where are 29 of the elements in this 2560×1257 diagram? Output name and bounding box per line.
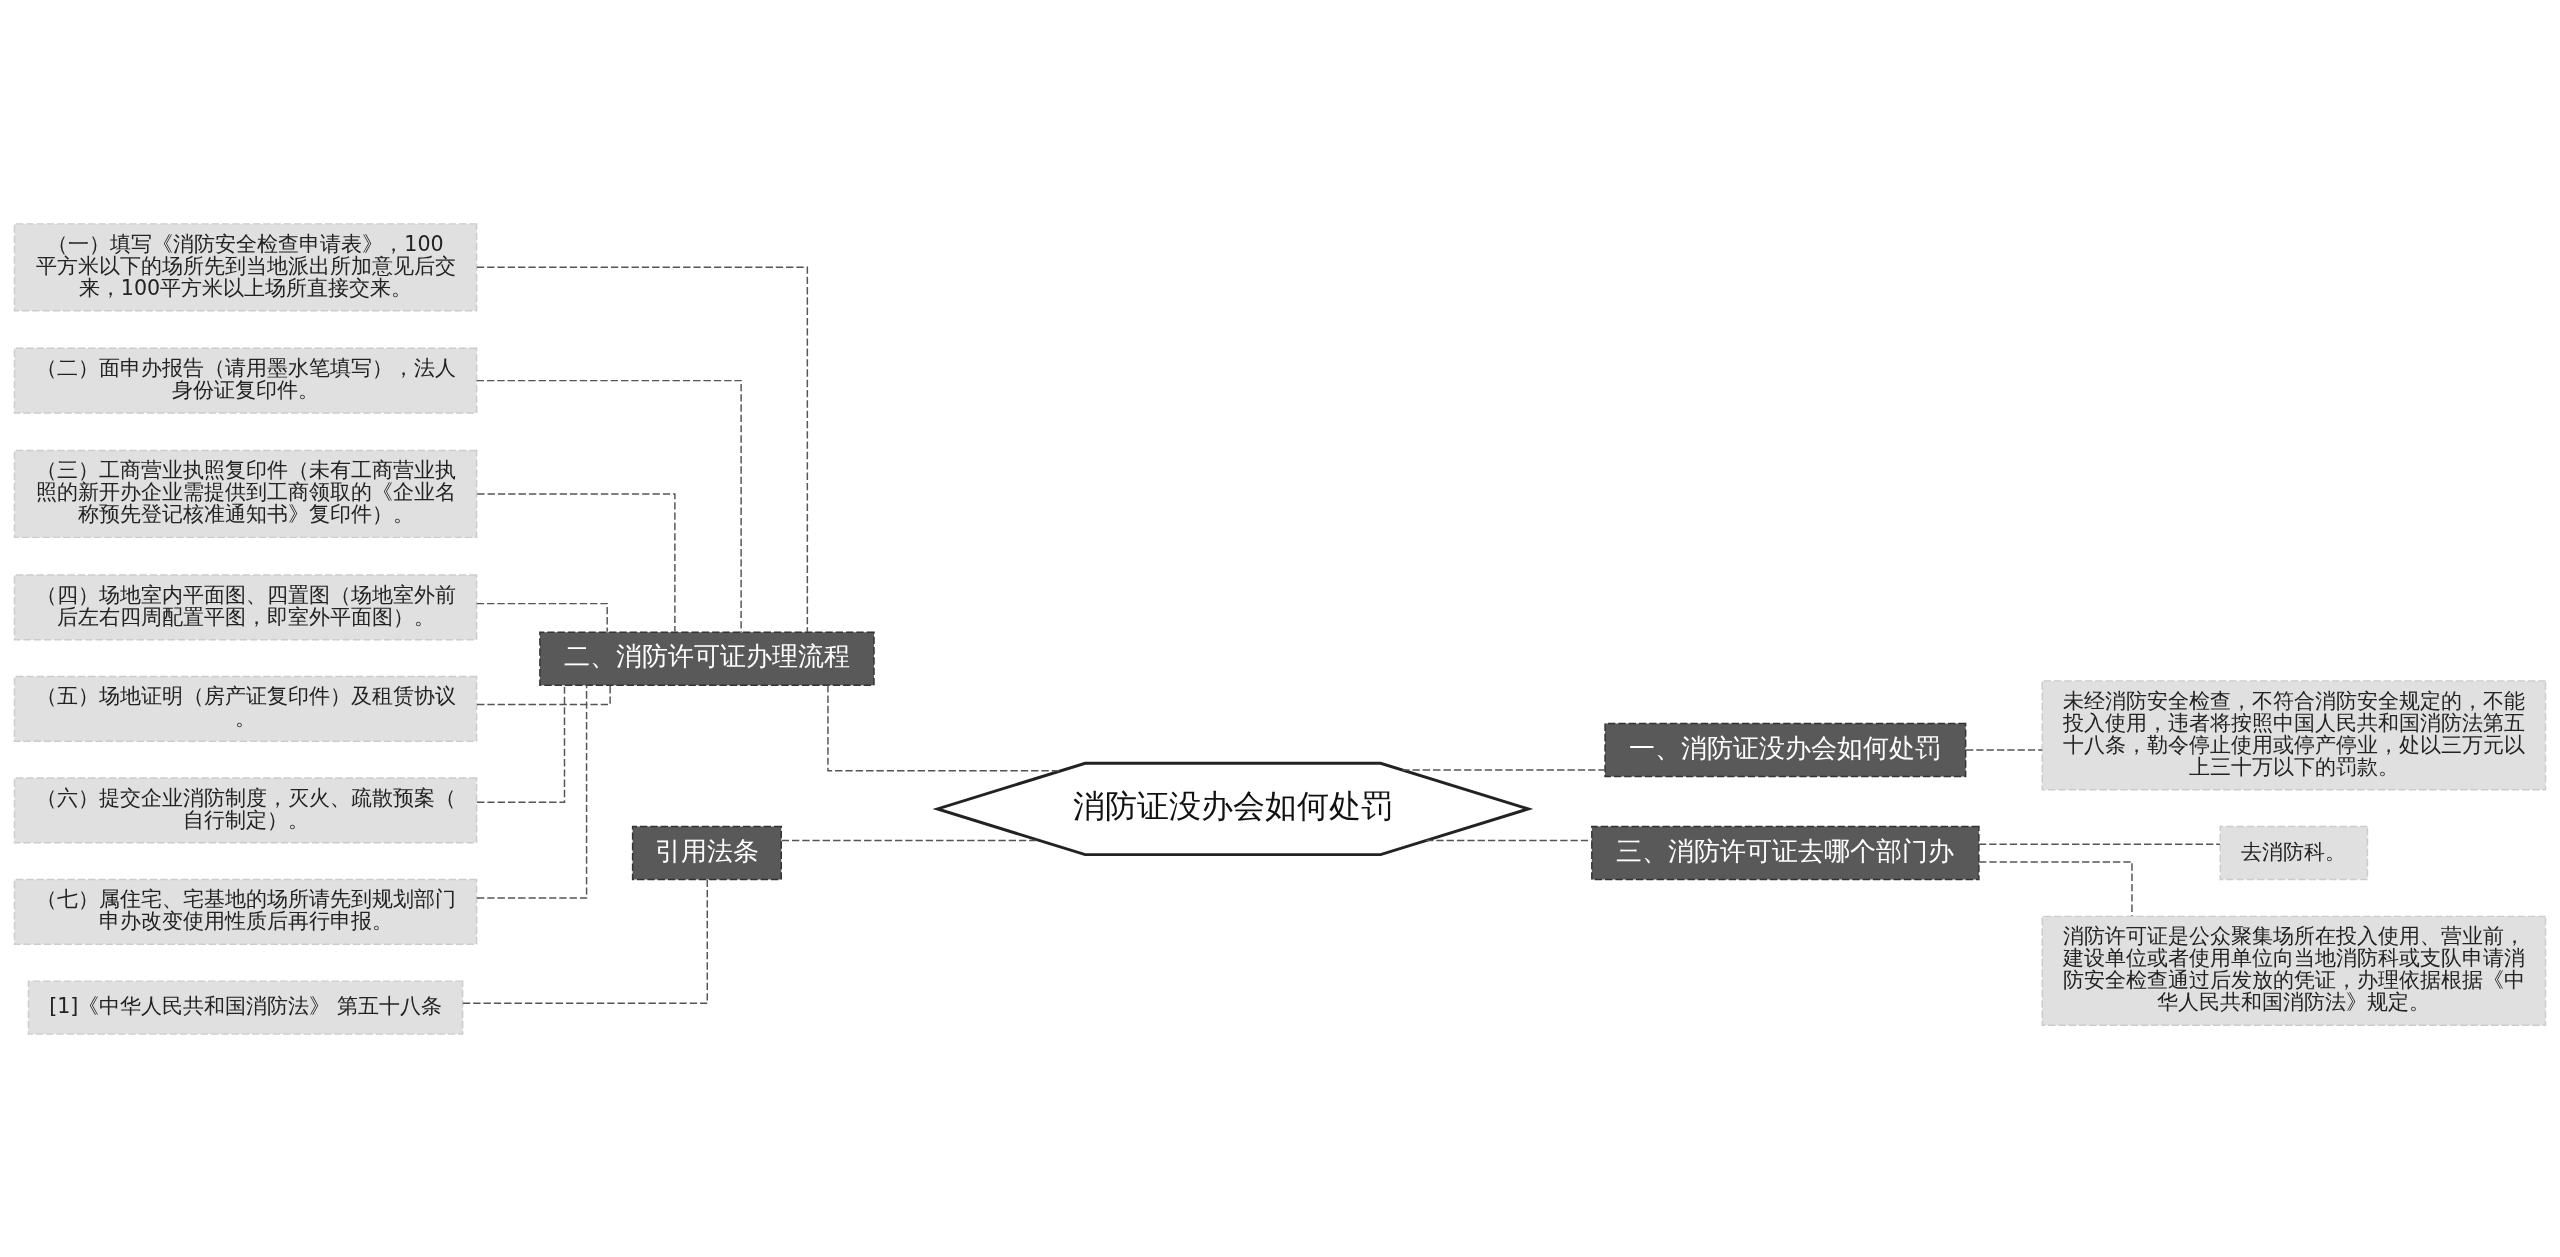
connector — [476, 684, 611, 705]
node-box: 未经消防安全检查，不符合消防安全规定的，不能投入使用，违者将按照中国人民共和国消防法第五十八条，勒令停止使用或停产停业，处以三万元以上三十万以下的罚款。 — [2041, 679, 2547, 791]
connector — [462, 878, 708, 1004]
connector — [476, 266, 809, 633]
connector — [1978, 843, 2221, 845]
node-box: 二、消防许可证办理流程 — [539, 631, 875, 686]
node-box: 引用法条 — [631, 825, 782, 880]
node-box: （四）场地室内平面图、四置图（场地室外前后左右四周配置平图，即室外平面图）。 — [13, 573, 478, 640]
connector — [827, 684, 1062, 771]
node-box: [1]《中华人民共和国消防法》 第五十八条 — [27, 979, 464, 1035]
node-box: （六）提交企业消防制度，灭火、疏散预案（自行制定）。 — [13, 776, 478, 843]
connector — [476, 684, 588, 899]
node-box: （七）属住宅、宅基地的场所请先到规划部门申办改变使用性质后再行申报。 — [13, 878, 478, 945]
connector — [476, 492, 676, 632]
connector — [1978, 860, 2133, 916]
node-box: （二）面申办报告（请用墨水笔填写），法人身份证复印件。 — [13, 347, 478, 414]
node-box: 消防许可证是公众聚集场所在投入使用、营业前，建设单位或者使用单位向当地消防科或支队申请消防安全检查通过后发放的凭证，办理依据根据《中华人民共和国消防法》规定。 — [2041, 915, 2547, 1026]
node-box: （一）填写《消防安全检查申请表》，100平方米以下的场所先到当地派出所加意见后交来，100平方米以上场所直接交来。 — [13, 222, 478, 311]
connector — [475, 379, 742, 633]
connector — [475, 602, 608, 633]
node-box: 去消防科。 — [2219, 825, 2369, 880]
connector — [476, 684, 566, 803]
node-box: （五）场地证明（房产证复印件）及租赁协议。 — [13, 675, 478, 742]
node-box: 一、消防证没办会如何处罚 — [1604, 722, 1967, 777]
connector — [1425, 839, 1593, 841]
node-box: 三、消防许可证去哪个部门办 — [1591, 825, 1980, 880]
connector — [1401, 768, 1606, 771]
node-box: （三）工商营业执照复印件（未有工商营业执照的新开办企业需提供到工商领取的《企业名称预先登记核准通知书》复印件）。 — [13, 449, 478, 538]
connector — [1965, 748, 2043, 751]
